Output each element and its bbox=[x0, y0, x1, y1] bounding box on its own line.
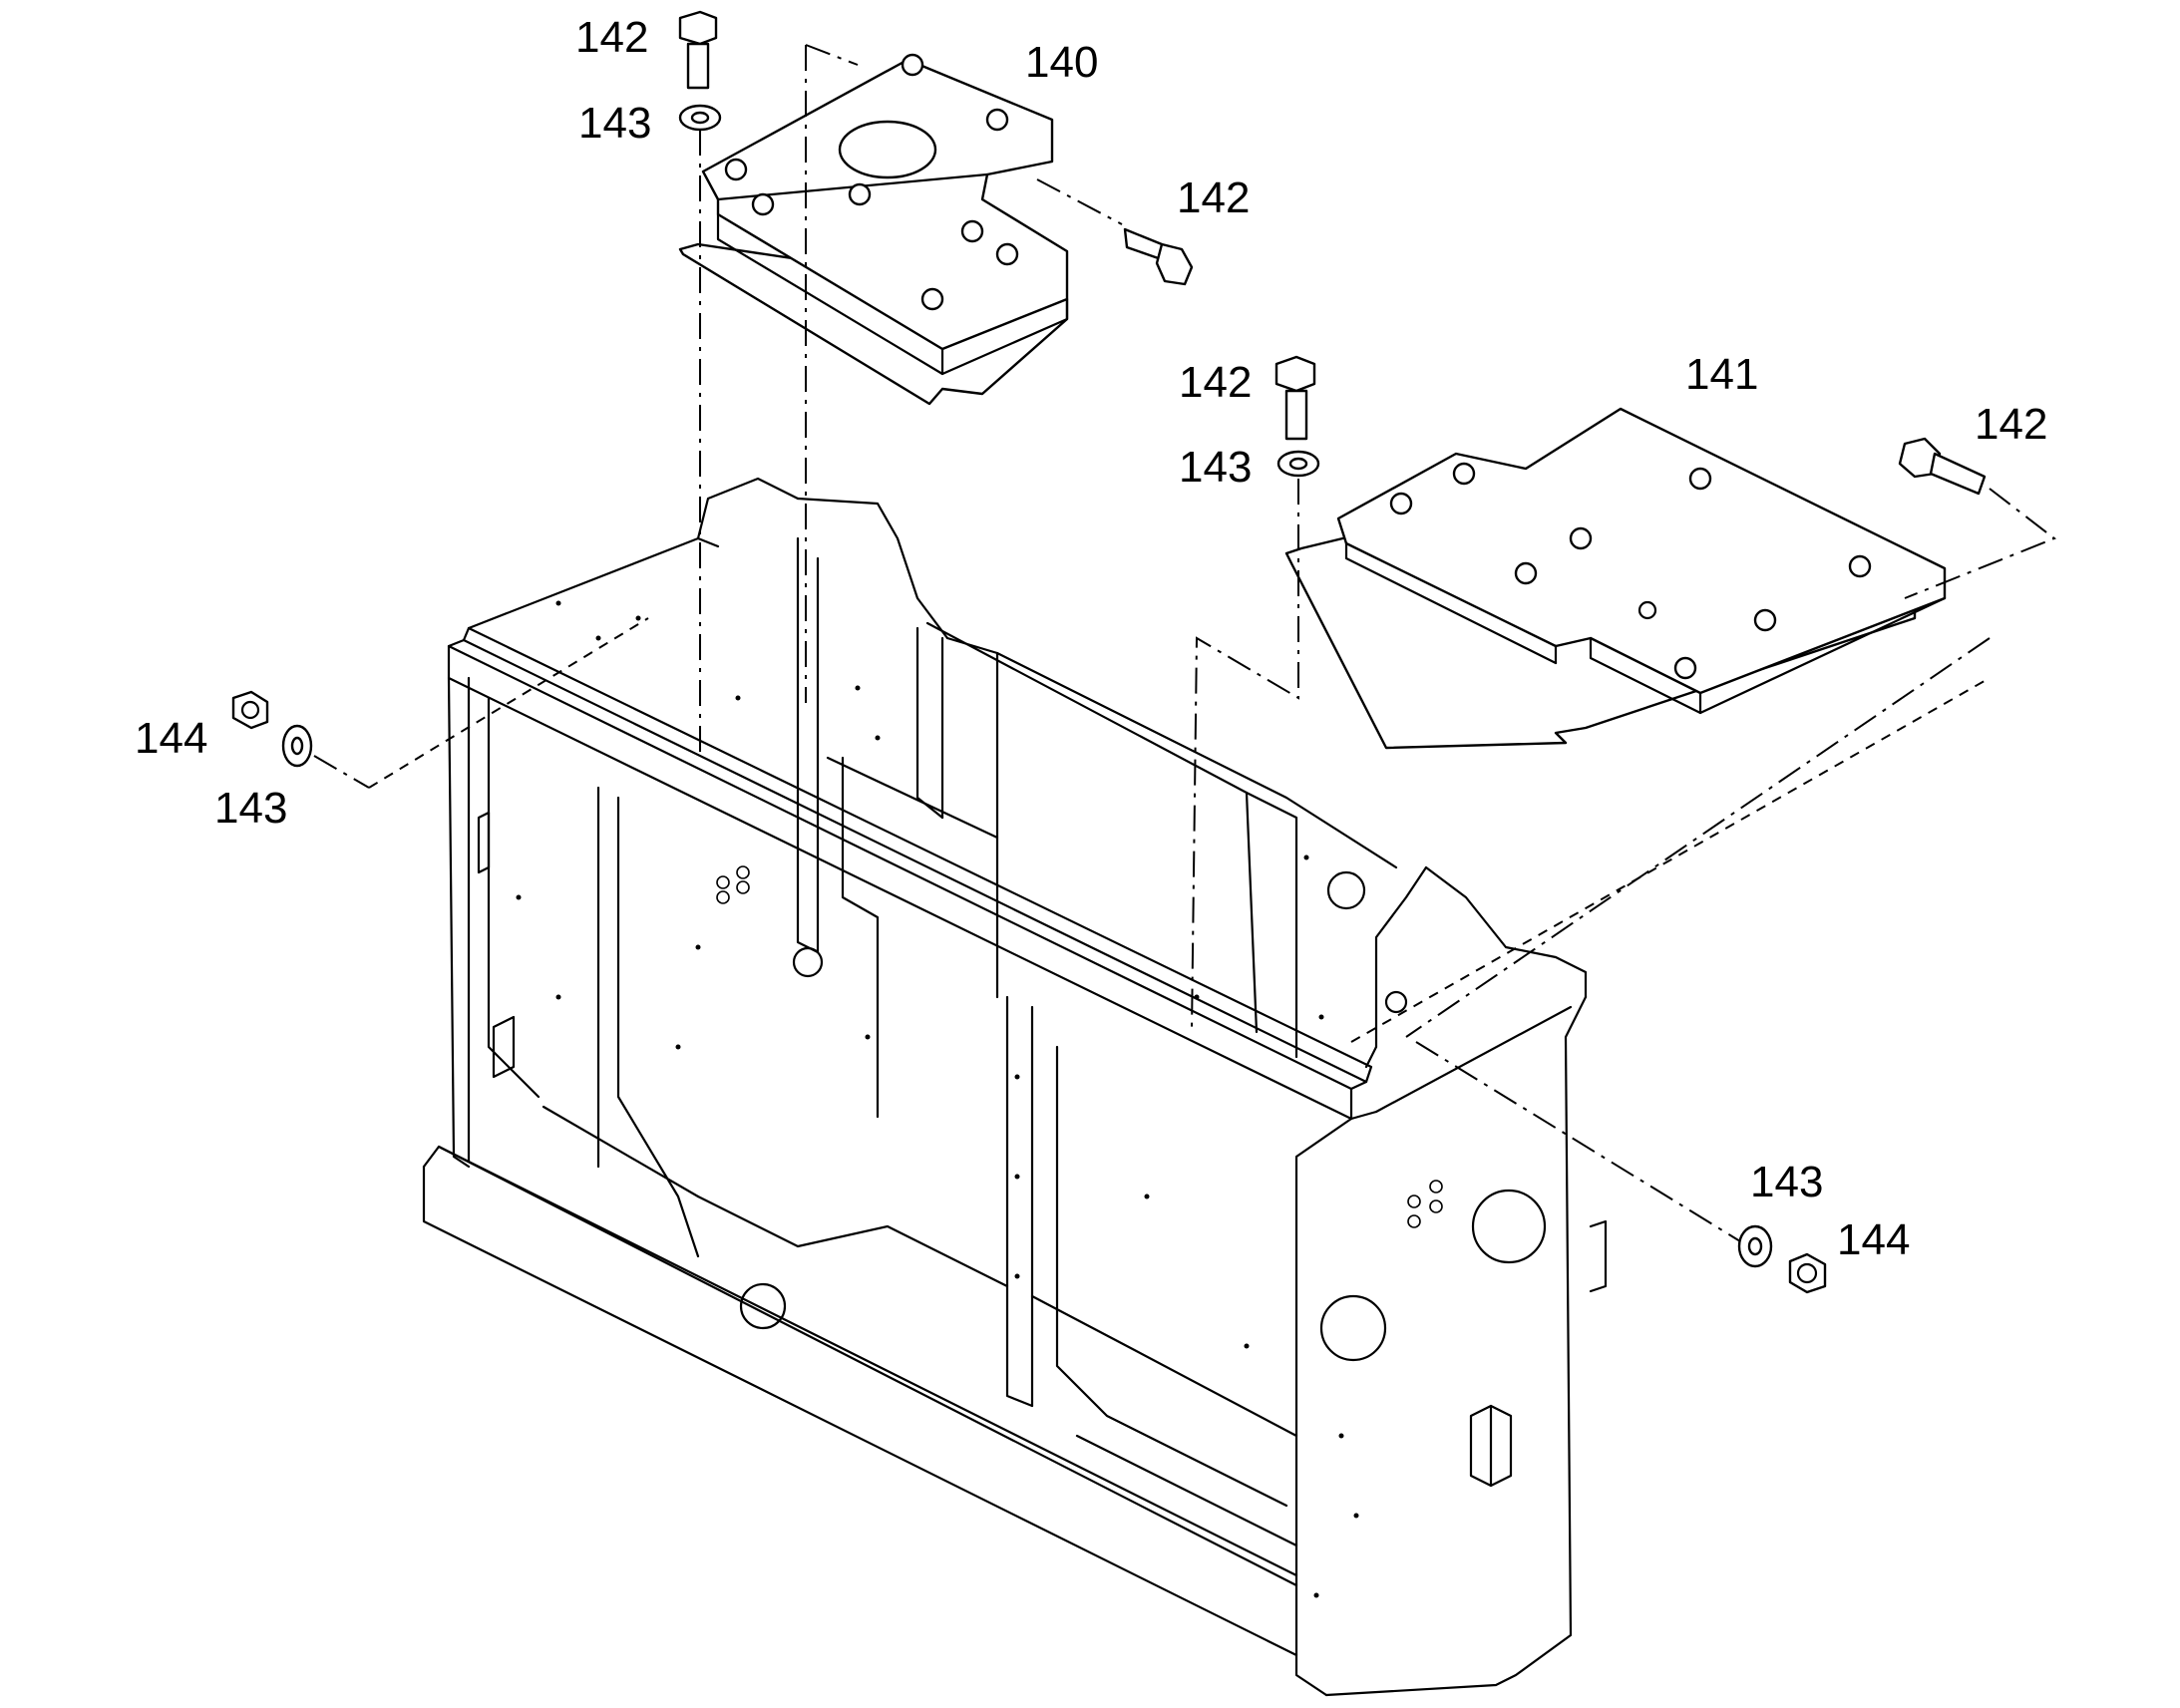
label-144-bottom-right: 144 bbox=[1837, 1215, 1910, 1264]
bolt-142-horizontal-140 bbox=[1123, 227, 1194, 286]
washer-143-top-141 bbox=[1276, 450, 1320, 478]
label-143-bottom-right: 143 bbox=[1750, 1158, 1823, 1206]
bolt-142-top-141 bbox=[1274, 355, 1316, 441]
plate-140 bbox=[678, 53, 1069, 406]
bolt-142-top-left bbox=[678, 10, 718, 90]
washer-143-bottom-right bbox=[1737, 1224, 1773, 1268]
label-142-horizontal-140: 142 bbox=[1177, 173, 1250, 222]
label-142-top-141: 142 bbox=[1179, 358, 1252, 407]
washer-143-left bbox=[281, 724, 313, 768]
nut-144-left bbox=[231, 690, 269, 730]
label-142-right: 142 bbox=[1975, 400, 2047, 449]
label-143-top-141: 143 bbox=[1179, 443, 1252, 492]
label-144-left: 144 bbox=[135, 714, 207, 763]
callout-labels: 142 143 140 142 142 143 141 142 144 143 … bbox=[135, 13, 2047, 1264]
plate-141 bbox=[1284, 407, 1947, 750]
label-142-top-left: 142 bbox=[575, 13, 648, 62]
label-143-left: 143 bbox=[214, 784, 287, 833]
nut-144-bottom-right bbox=[1788, 1252, 1827, 1294]
assembly-centerlines bbox=[313, 44, 2057, 1242]
bolt-142-right bbox=[1898, 437, 1987, 496]
main-frame bbox=[422, 477, 1608, 1697]
label-143-top-left: 143 bbox=[578, 99, 651, 148]
label-141: 141 bbox=[1685, 350, 1758, 399]
label-140: 140 bbox=[1025, 38, 1098, 87]
washer-143-top-left bbox=[678, 104, 722, 132]
